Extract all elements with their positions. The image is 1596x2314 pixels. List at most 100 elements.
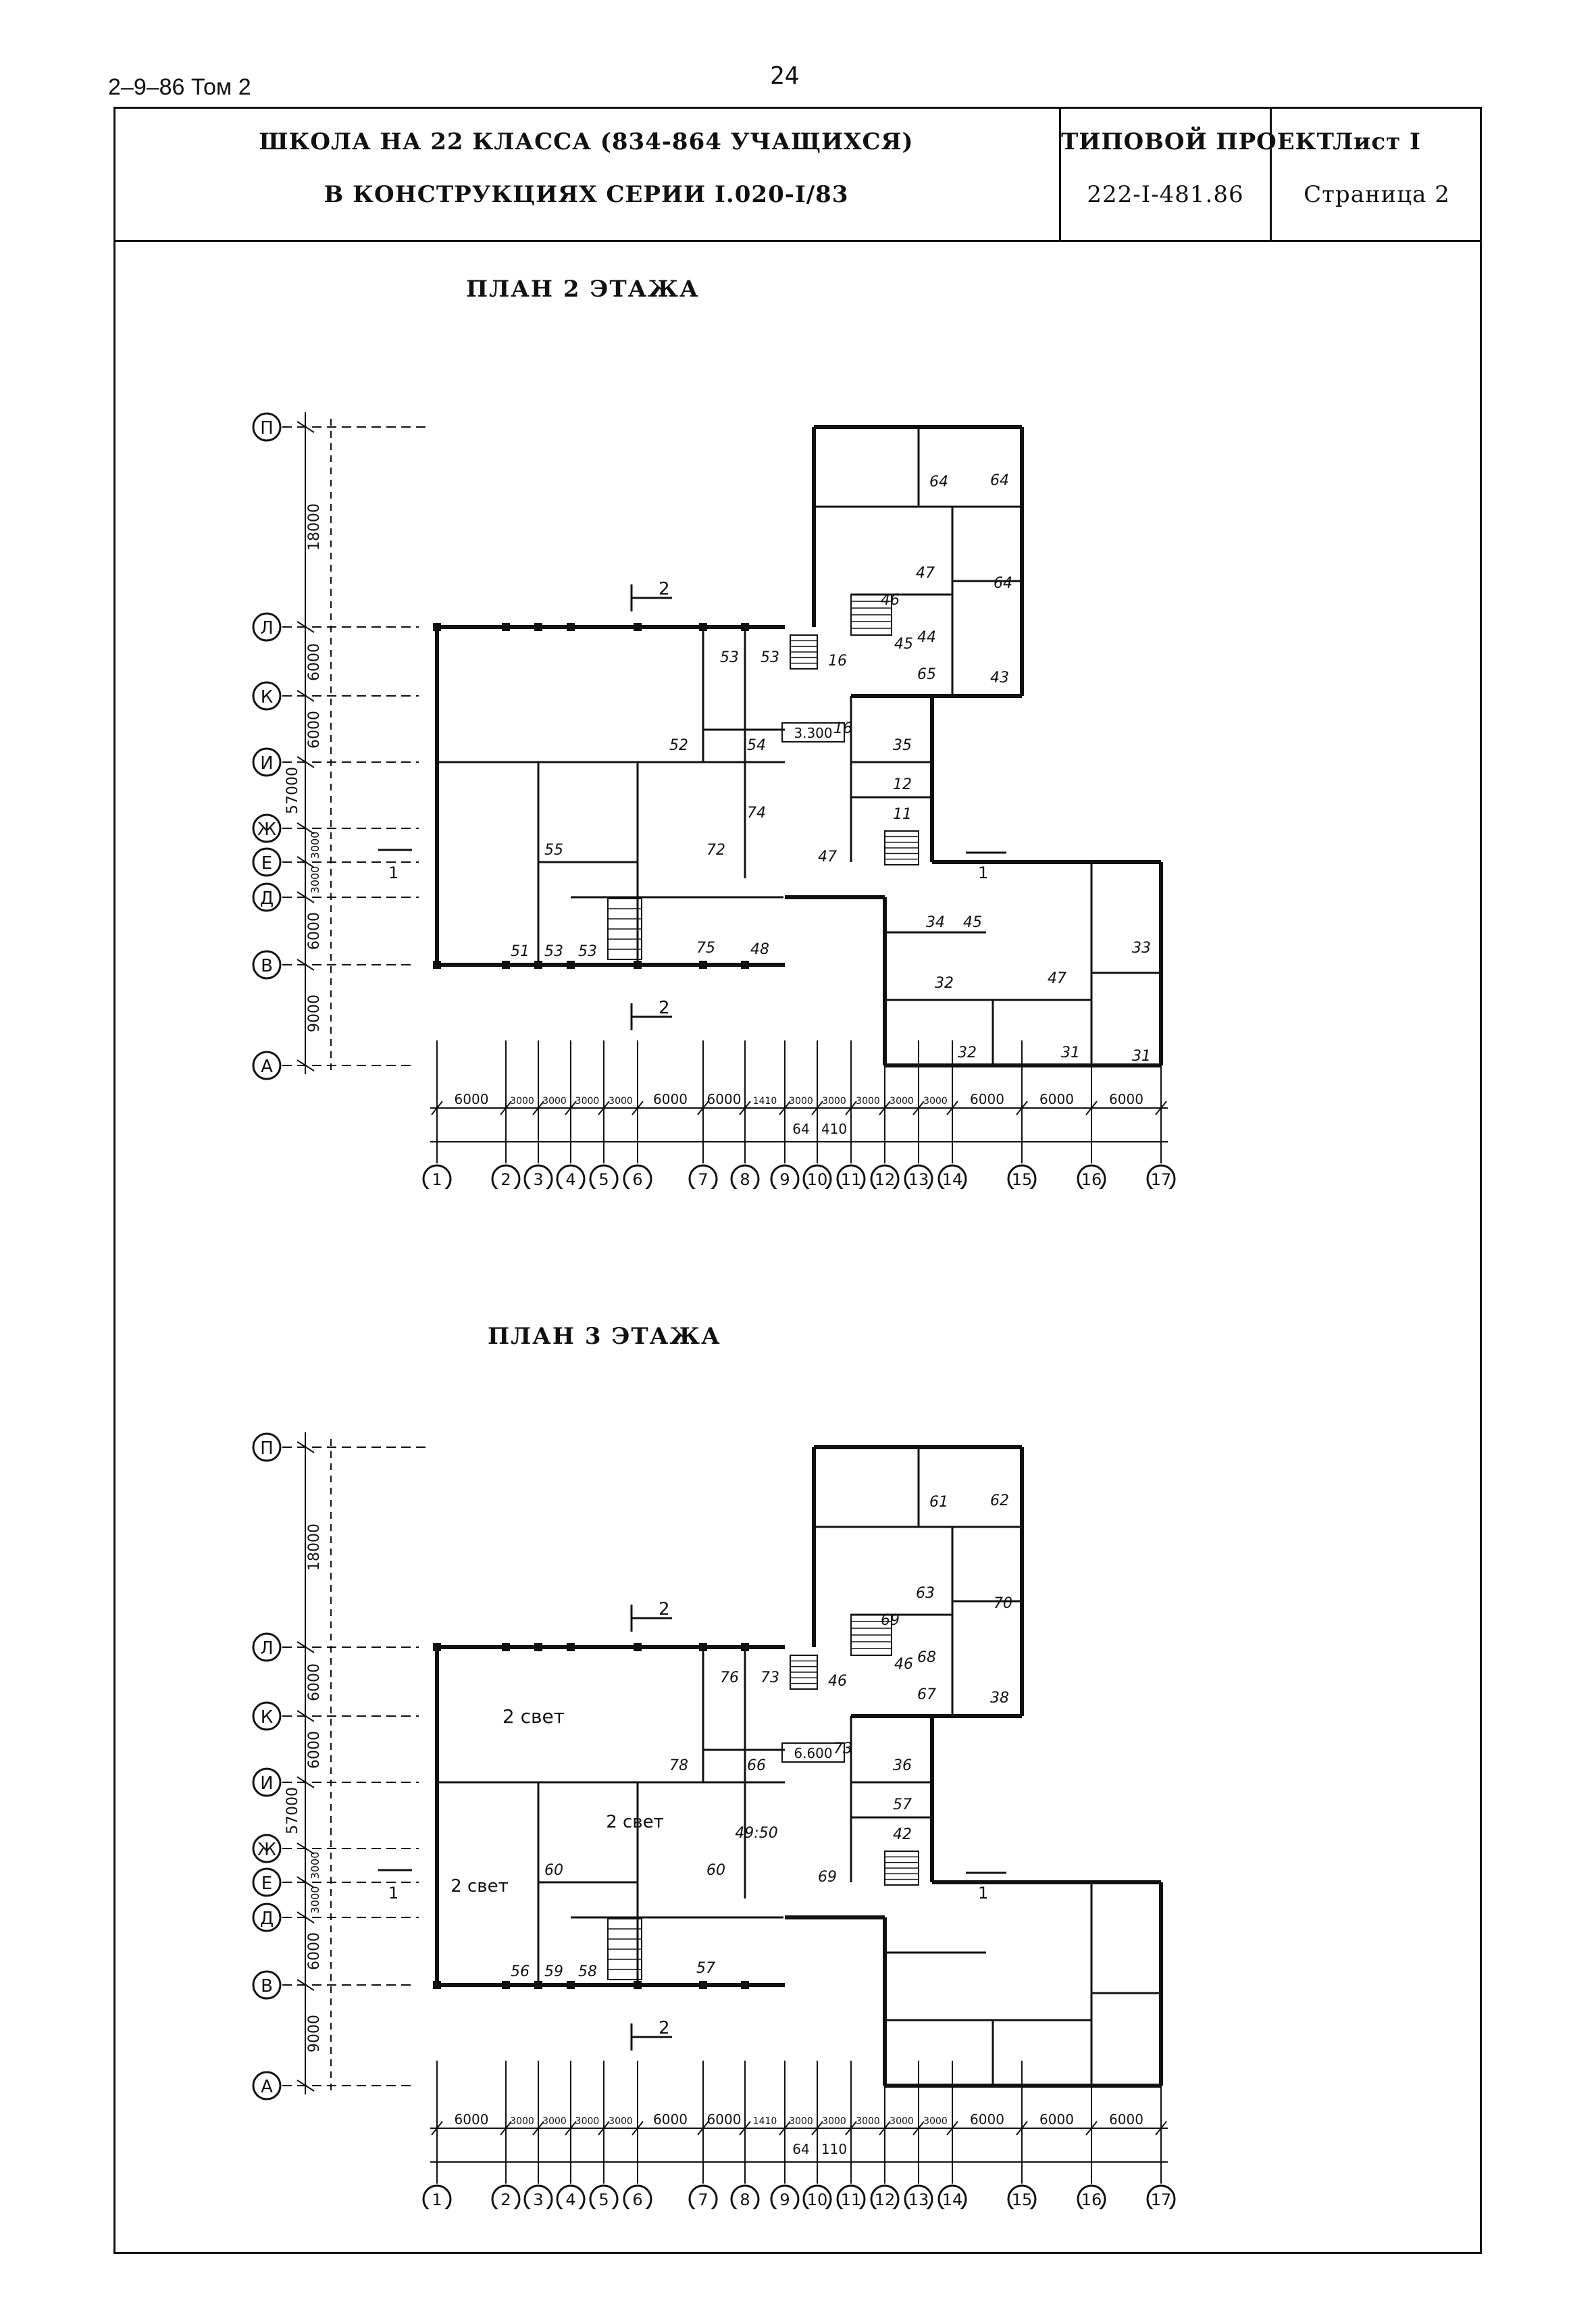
column-axis-bubble [422,2184,452,2209]
room-number: 47 [1048,970,1066,987]
row-axis-label: И [260,1774,273,1794]
section-label: 1 [388,1884,398,1903]
column-axis-label: 7 [698,2190,708,2209]
column-axis-label: 7 [698,1170,708,1189]
room-number: 69 [818,1869,837,1886]
room-number: 57 [696,1960,715,1977]
page-number: 24 [770,62,800,90]
column-dimension-label: 3000 [822,1096,846,1107]
row-dimension-label: 18000 [306,1524,323,1571]
row-dimension-label: 6000 [306,1663,323,1701]
room-number: 54 [747,737,766,754]
row-dimension-tick [297,421,315,433]
column-dimension-label: 3000 [890,2116,914,2127]
section-label: 2 [659,579,670,599]
column-axis-bubble [802,1164,832,1189]
level-mark: 6.600 [794,1745,832,1761]
column-axis-label: 9 [779,2190,790,2209]
project-number: 222-I-481.86 [1087,181,1244,208]
column-dimension-label: 3000 [789,1096,813,1107]
column-dimension-label: 6000 [970,1091,1004,1107]
room-number: 42 [893,1826,912,1843]
column-axis-bubble [688,2184,718,2209]
column-axis-label: 15 [1012,1170,1033,1189]
row-axis-label: В [261,1976,273,1996]
row-axis-label: Е [261,1873,272,1894]
column-axis-label: 6 [632,1170,642,1189]
column-axis-label: 3 [533,2190,543,2209]
row-dimension-tick [297,1441,315,1453]
column-dimension-label: 3000 [609,2116,633,2127]
sheet-number: Лист I [1333,128,1421,155]
room-number: 53 [761,649,779,666]
floor-plan-2: ПЛКИЖЕДВА1800060006000570003000300060009… [252,412,1176,1189]
structural-column [534,1981,542,1989]
double-height-label: 2 свет [503,1705,565,1728]
room-number: 55 [544,842,563,859]
column-dimension-label: 6000 [707,1091,742,1107]
room-number: 33 [1132,940,1151,957]
column-dimension-label: 3000 [890,1096,914,1107]
row-dimension-tick [297,690,315,702]
column-dimension-label: 3000 [609,1096,633,1107]
column-axis-bubble [1007,1164,1037,1189]
row-axis-label: А [261,2077,273,2097]
column-axis-label: 5 [598,2190,609,2209]
row-dimension-tick [297,856,315,868]
room-number: 69 [881,1612,900,1629]
room-number: 56 [511,1963,530,1980]
row-axis-label: К [261,687,273,707]
column-axis-bubble [836,2184,866,2209]
column-axis-label: 11 [841,1170,862,1189]
row-dimension-label: 57000 [284,1787,301,1834]
row-dimension-label: 6000 [306,1731,323,1769]
row-axis-bubble [252,847,282,877]
room-number: 45 [894,636,913,653]
row-dimension-tick [297,1776,315,1788]
room-number: 53 [720,649,739,666]
column-dimension-label: 3000 [575,2116,600,2127]
column-axis-bubble [1146,1164,1176,1189]
room-number: 35 [893,737,912,754]
double-height-label: 2 свет [606,1812,664,1832]
row-axis-bubble [252,681,282,711]
column-axis-bubble [1077,1164,1106,1189]
structural-column [502,1643,510,1651]
row-dimension-tick [297,1876,315,1888]
room-number: 66 [747,1757,766,1774]
column-dimension-label: 3000 [510,2116,534,2127]
row-dimension-tick [297,2080,315,2092]
structural-column [567,1981,575,1989]
column-dimension-label: 3000 [923,1096,948,1107]
row-dimension-label: 3000 [309,832,321,859]
room-number: 16 [828,653,847,670]
column-dimension-label: 1410 [753,1096,777,1107]
section-label: 1 [978,1884,988,1903]
row-dimension-tick [297,1059,315,1072]
column-dimension-label: 3000 [542,2116,567,2127]
structural-column [433,1643,441,1651]
room-number: 31 [1132,1048,1151,1065]
room-number: 32 [935,975,954,992]
floor-plan-3: ПЛКИЖЕДВА1800060006000570003000300060009… [252,1432,1176,2209]
structural-column [699,623,707,631]
row-axis-label: П [260,418,274,438]
row-dimension-tick [297,1710,315,1722]
room-number: 62 [990,1492,1009,1509]
room-number: 78 [669,1757,688,1774]
column-dimension-sub-label: 64 [792,2141,809,2157]
room-number: 52 [669,737,688,754]
column-axis-label: 9 [779,1170,790,1189]
structural-column [502,623,510,631]
level-mark-box [781,1742,845,1763]
column-axis-bubble [730,2184,760,2209]
room-number: 46 [828,1673,847,1690]
row-dimension-tick [297,1979,315,1991]
column-dimension-label: 6000 [1039,2111,1074,2128]
structural-column [741,961,749,969]
column-axis-label: 3 [533,1170,543,1189]
row-axis-bubble [252,950,282,980]
column-dimension-label: 3000 [856,1096,880,1107]
structural-column [634,1643,642,1651]
section-label: 2 [659,998,670,1018]
